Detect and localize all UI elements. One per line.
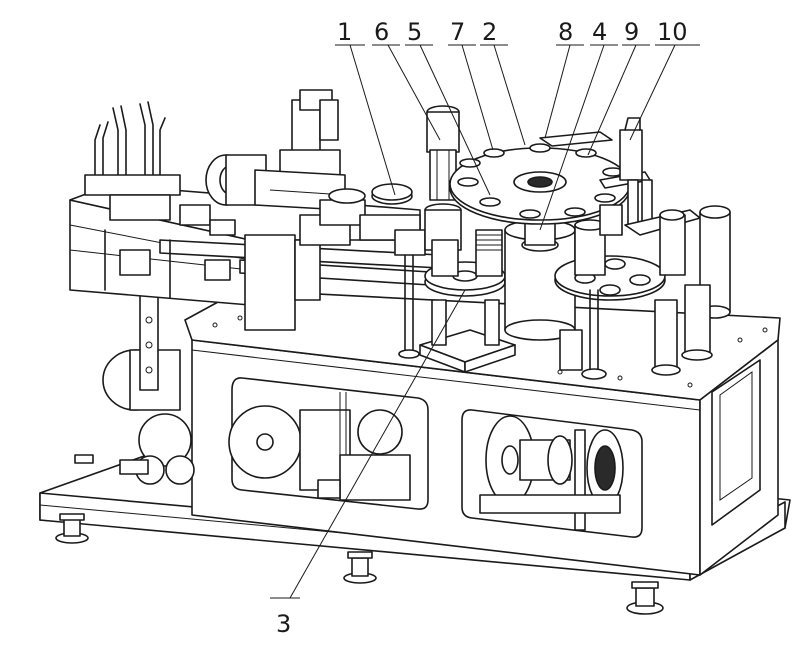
guide-rods — [94, 101, 166, 191]
callout-6: 6 — [374, 18, 389, 46]
spring-stack — [476, 234, 502, 251]
right-stand — [554, 117, 666, 380]
right-window — [461, 409, 643, 538]
callout-8: 8 — [558, 18, 573, 46]
left-window — [228, 377, 429, 510]
motor-assembly — [228, 392, 411, 501]
foot-left — [55, 513, 89, 544]
transfer-mechanism — [244, 183, 426, 359]
callout-4: 4 — [592, 18, 607, 46]
dial-plate — [449, 131, 631, 225]
foot-right — [626, 581, 664, 615]
leveling-feet — [55, 513, 664, 615]
callout-labels: 1 6 5 7 2 8 4 9 10 3 — [276, 18, 688, 638]
right-actuators — [559, 205, 731, 376]
callout-3: 3 — [276, 610, 291, 638]
callout-7: 7 — [450, 18, 465, 46]
callout-9: 9 — [624, 18, 639, 46]
tall-column — [424, 105, 462, 251]
leader-lines — [270, 44, 700, 599]
callout-10: 10 — [657, 18, 688, 46]
callout-2: 2 — [482, 18, 497, 46]
side-motor — [74, 289, 195, 485]
callout-1: 1 — [337, 18, 352, 46]
lower-turntable — [419, 229, 516, 373]
callout-5: 5 — [407, 18, 422, 46]
gear-assembly — [479, 415, 624, 531]
dial-stations — [457, 143, 624, 219]
foot-middle — [343, 551, 377, 584]
